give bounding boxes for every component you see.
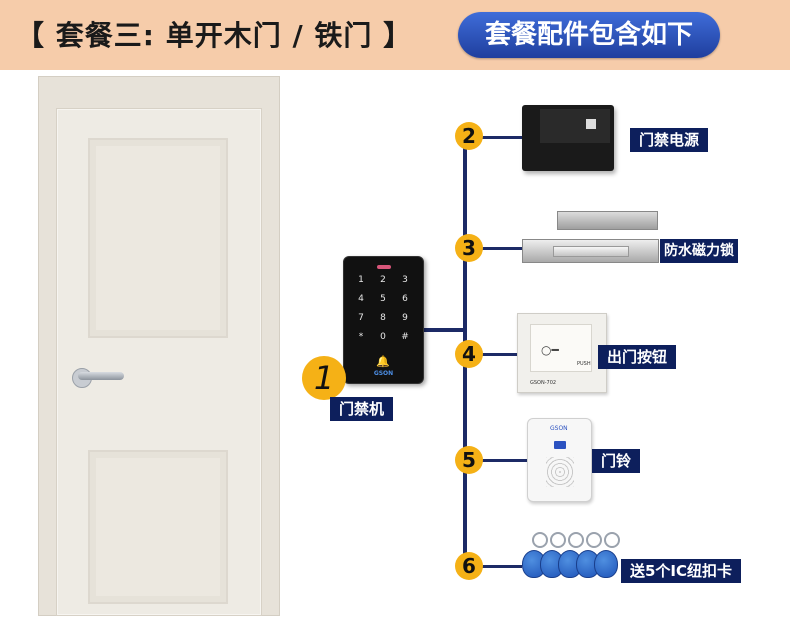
connector-6 [480,565,522,568]
keypad-key[interactable]: # [401,332,409,342]
key-ring-icon [586,532,602,548]
keypad-key[interactable]: 5 [380,294,386,304]
door-handle-icon [78,372,124,380]
key-ring-icon [568,532,584,548]
doorbell-brand: GSON [550,425,568,432]
keypad-brand: GSON [373,370,394,377]
connector-2 [480,136,522,139]
label-power-supply: 门禁电源 [630,128,709,152]
exit-button-panel: ○━ PUSH GSON-702 [517,313,607,393]
keypad-key[interactable]: * [358,332,364,342]
label-ic-cards: 送5个IC纽扣卡 [621,559,742,583]
keypad-led-indicator [377,265,391,269]
key-icon: ○━ [541,343,559,357]
label-keypad: 门禁机 [330,397,394,421]
magnetic-lock-body [522,239,659,263]
key-ring-icon [532,532,548,548]
keypad-keys: 1 2 3 4 5 6 7 8 9 * 0 # [350,275,417,351]
key-ring-icon [550,532,566,548]
keypad-key[interactable]: 9 [402,313,408,323]
door-lower-panel [88,450,228,604]
label-exit-button: 出门按钮 [598,345,677,369]
connector-3 [480,247,522,250]
keypad-key[interactable]: 1 [358,275,364,285]
number-badge-3: 3 [455,234,483,262]
number-badge-1: 1 [302,356,346,400]
keypad-key[interactable]: 3 [402,275,408,285]
keypad-key[interactable]: 8 [380,313,386,323]
power-supply-unit [522,105,614,171]
number-badge-5: 5 [455,446,483,474]
keypad-key[interactable]: 4 [358,294,364,304]
label-magnetic-lock: 防水磁力锁 [660,239,738,263]
connector-4 [480,353,517,356]
keypad-key[interactable]: 6 [402,294,408,304]
connector-5 [480,459,527,462]
key-ring-icon [604,532,620,548]
exit-button-model: GSON-702 [530,380,557,386]
power-supply-label-panel [540,109,610,143]
qr-code-icon [586,119,596,129]
keypad-key[interactable]: 7 [358,313,364,323]
lock-armature-plate [557,211,658,230]
package-title: 【 套餐三: 单开木门 / 铁门 】 [16,19,413,52]
speaker-grille-icon [546,457,574,487]
key-fob-icon [594,550,618,578]
lock-face [553,246,629,257]
connector-keypad [422,328,465,332]
number-badge-6: 6 [455,552,483,580]
number-badge-4: 4 [455,340,483,368]
number-badge-2: 2 [455,122,483,150]
push-label: PUSH [577,361,591,367]
exit-button-face: ○━ PUSH [530,324,592,372]
doorbell-logo-icon [554,441,566,449]
header-banner: 【 套餐三: 单开木门 / 铁门 】 套餐配件包含如下 [0,0,790,70]
keypad-key[interactable]: 0 [380,332,386,342]
access-keypad: 1 2 3 4 5 6 7 8 9 * 0 # 🔔 GSON [343,256,424,384]
accessories-pill-button[interactable]: 套餐配件包含如下 [458,12,720,58]
door-upper-panel [88,138,228,338]
doorbell-unit: GSON [527,418,592,502]
keypad-key[interactable]: 2 [380,275,386,285]
label-doorbell: 门铃 [592,449,641,473]
bell-icon: 🔔 [376,355,390,368]
